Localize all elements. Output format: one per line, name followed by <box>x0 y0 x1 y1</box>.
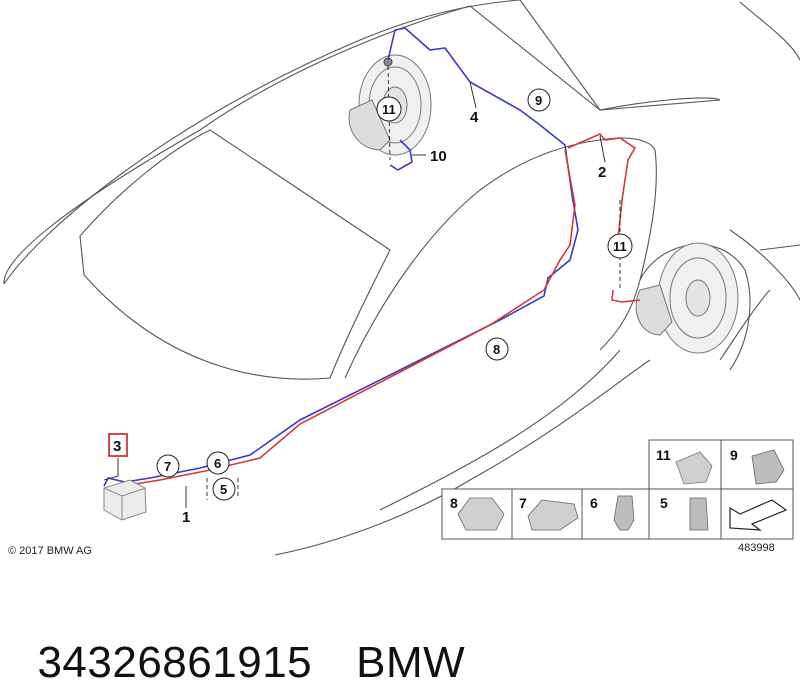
callout-11-front: 11 <box>376 96 402 122</box>
grommet-icon <box>751 449 785 485</box>
legend-cell-arrow <box>729 499 788 531</box>
connector-sleeve-icon <box>689 497 709 531</box>
svg-text:10: 10 <box>430 148 447 165</box>
diagram-number: 483998 <box>738 542 775 554</box>
legend-cell-5: 5 <box>660 495 709 531</box>
legend-cell-9: 9 <box>730 447 785 485</box>
part-number: 34326861915 <box>37 638 313 687</box>
svg-text:6: 6 <box>590 495 598 511</box>
legend-cell-6: 6 <box>590 495 635 531</box>
line-clip-icon <box>457 497 505 531</box>
legend-cell-8: 8 <box>450 495 505 531</box>
callout-7: 7 <box>156 454 180 478</box>
svg-text:11: 11 <box>656 447 671 463</box>
callout-8: 8 <box>485 337 509 361</box>
brake-line-blue <box>103 27 579 487</box>
svg-text:11: 11 <box>613 239 627 254</box>
arrow-icon <box>729 499 788 531</box>
callout-9: 9 <box>527 88 551 112</box>
svg-text:4: 4 <box>470 109 479 126</box>
svg-text:6: 6 <box>214 456 221 471</box>
callout-3: 3 <box>108 433 128 457</box>
callout-2: 2 <box>598 164 606 181</box>
union-nut-icon <box>613 495 635 531</box>
callout-1: 1 <box>182 509 190 526</box>
svg-text:3: 3 <box>113 438 121 455</box>
svg-text:5: 5 <box>660 495 668 511</box>
callout-5: 5 <box>212 477 236 501</box>
callout-leaders <box>103 81 606 508</box>
parts-legend: 11 9 8 7 6 5 <box>441 439 794 540</box>
brand-name: BMW <box>356 638 466 687</box>
callout-10: 10 <box>430 148 447 165</box>
svg-text:11: 11 <box>382 102 396 117</box>
multi-clip-icon <box>527 499 579 531</box>
brake-line-red <box>127 133 641 487</box>
svg-text:2: 2 <box>598 164 606 181</box>
callout-4: 4 <box>470 109 479 126</box>
legend-cell-11: 11 <box>656 447 713 485</box>
part-caption: 34326861915 BMW <box>12 588 465 688</box>
svg-text:9: 9 <box>535 93 542 108</box>
copyright-text: © 2017 BMW AG <box>8 545 92 557</box>
svg-text:9: 9 <box>730 447 738 463</box>
diagram-canvas: 1 2 3 4 5 6 7 8 9 10 11 11 <box>3 0 800 557</box>
master-cylinder-module <box>103 479 147 521</box>
svg-text:7: 7 <box>519 495 527 511</box>
svg-text:8: 8 <box>450 495 458 511</box>
car-outline <box>3 0 800 556</box>
callout-11-rear: 11 <box>607 233 633 259</box>
svg-text:7: 7 <box>164 459 171 474</box>
rear-brake-assembly <box>635 242 739 354</box>
callout-6: 6 <box>206 451 230 475</box>
svg-text:5: 5 <box>220 482 227 497</box>
legend-cell-7: 7 <box>519 495 579 531</box>
clip-bracket-icon <box>675 451 713 485</box>
svg-text:8: 8 <box>493 342 500 357</box>
svg-text:1: 1 <box>182 509 190 526</box>
